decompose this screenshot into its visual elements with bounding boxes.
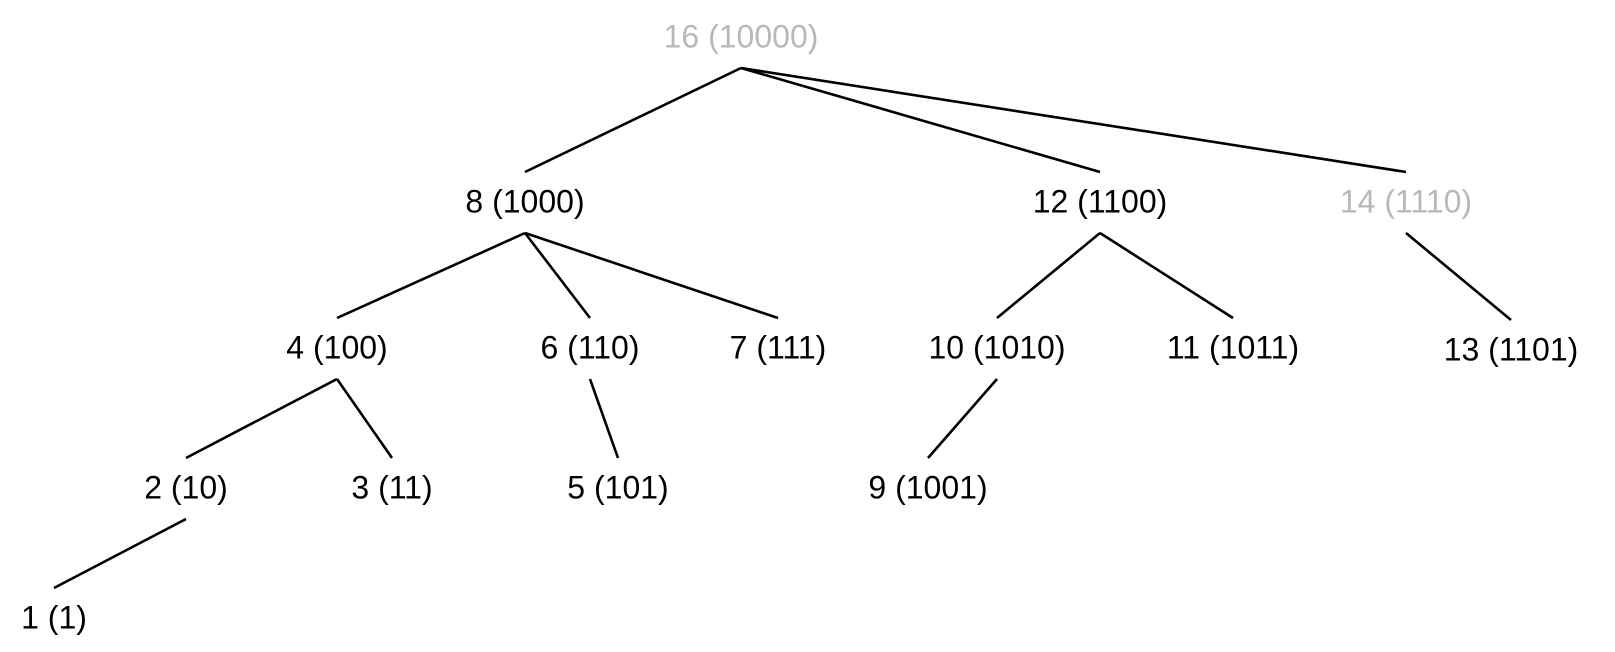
- node-label-n14: 14 (1110): [1340, 183, 1472, 219]
- node-label-n2: 2 (10): [144, 469, 228, 505]
- edge-n14-n13: [1405, 231, 1512, 322]
- edge-n4-n2: [185, 377, 338, 460]
- node-label-n12: 12 (1100): [1033, 183, 1168, 219]
- edge-n8-n7: [524, 231, 779, 320]
- node-label-n11: 11 (1011): [1167, 329, 1299, 365]
- node-label-n4: 4 (100): [286, 329, 387, 365]
- edge-n2-n1: [53, 517, 187, 590]
- node-label-n13: 13 (1101): [1444, 331, 1579, 367]
- node-label-n1: 1 (1): [21, 599, 87, 635]
- edge-n8-n6: [523, 232, 592, 319]
- node-label-n10: 10 (1010): [929, 329, 1066, 365]
- node-label-n8: 8 (1000): [465, 183, 584, 219]
- edge-n4-n3: [335, 378, 394, 459]
- node-label-n7: 7 (111): [730, 329, 827, 365]
- edge-n12-n11: [1099, 231, 1234, 320]
- edge-n8-n4: [336, 231, 526, 320]
- edge-n16-n14: [740, 66, 1407, 174]
- node-label-n6: 6 (110): [540, 329, 639, 365]
- nodes-layer: 16 (10000) 8 (1000) 12 (1100) 14 (1110) 4 (1…: [21, 18, 1578, 635]
- node-label-n3: 3 (11): [351, 469, 432, 505]
- edges-layer: [53, 66, 1512, 590]
- node-label-n9: 9 (1001): [868, 469, 987, 505]
- edge-n12-n10: [996, 231, 1101, 320]
- edge-n10-n9: [927, 378, 998, 459]
- edge-n6-n5: [588, 378, 620, 459]
- node-label-n5: 5 (101): [567, 469, 668, 505]
- edge-n16-n8: [524, 66, 742, 174]
- node-label-n16: 16 (10000): [664, 18, 819, 54]
- edge-n16-n12: [740, 66, 1101, 174]
